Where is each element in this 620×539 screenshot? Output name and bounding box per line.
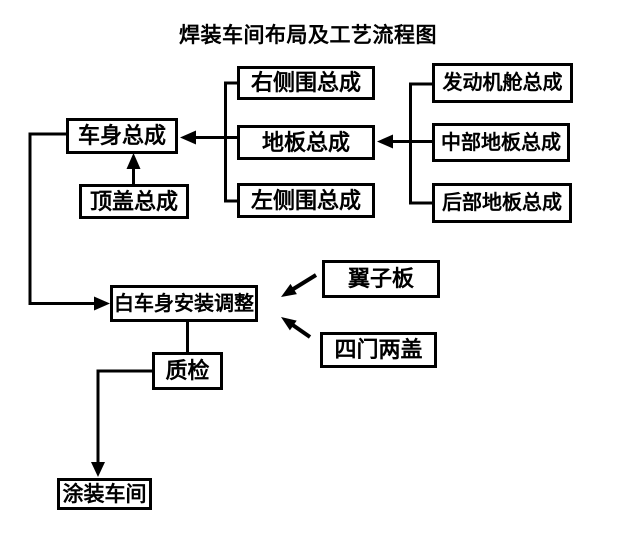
node-body-assembly: 车身总成: [66, 118, 178, 154]
edge-doors-to-biw: [281, 317, 312, 339]
node-quality-check: 质检: [152, 352, 223, 390]
edge-floor-to-body: [180, 130, 237, 145]
edge-qc-to-paint: [91, 369, 152, 477]
edge-fender-to-biw: [281, 273, 318, 297]
edge-midfloor-to-floor: [377, 134, 432, 149]
node-rear-floor-assembly: 后部地板总成: [432, 183, 572, 223]
node-biw-install-adjust: 白车身安装调整: [110, 285, 258, 322]
edge-roof-to-body: [126, 153, 141, 184]
node-floor-assembly: 地板总成: [237, 125, 375, 160]
node-mid-floor-assembly: 中部地板总成: [432, 123, 570, 162]
node-roof-assembly: 顶盖总成: [79, 184, 189, 219]
diagram-title: 焊装车间布局及工艺流程图: [179, 24, 437, 47]
node-four-doors-two-lids: 四门两盖: [320, 332, 437, 368]
node-fender: 翼子板: [322, 260, 440, 298]
node-left-side-assembly: 左侧围总成: [237, 183, 375, 218]
edge-side-assemblies-bracket: [224, 81, 237, 203]
node-engine-bay-assembly: 发动机舱总成: [432, 63, 573, 103]
edge-subfloor-assemblies-bracket: [409, 82, 432, 205]
node-paint-shop: 涂装车间: [57, 478, 152, 510]
edge-body-to-biw: [28, 132, 110, 311]
node-right-side-assembly: 右侧围总成: [237, 66, 375, 100]
